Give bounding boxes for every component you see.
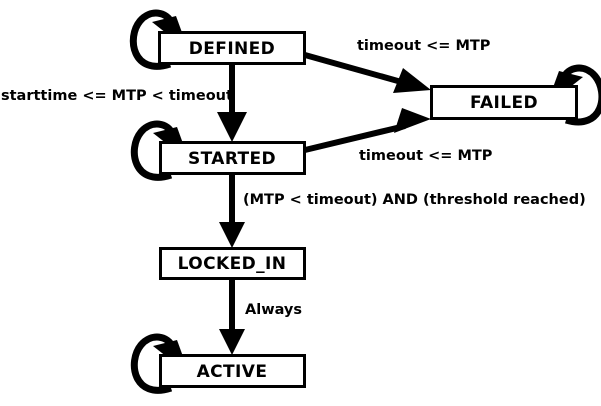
state-failed[interactable]: FAILED: [430, 85, 578, 120]
defined-to-failed-line: [304, 52, 406, 86]
transition-started-to-failed: [304, 108, 431, 153]
state-defined[interactable]: DEFINED: [158, 31, 306, 65]
lockedin-to-active-arrowhead: [219, 329, 245, 355]
state-active-label: ACTIVE: [197, 362, 268, 382]
transition-defined-to-started: [217, 64, 247, 142]
state-active-box[interactable]: [159, 354, 306, 388]
defined-to-failed-arrowhead: [393, 68, 431, 93]
transition-lockedin-to-active: [219, 280, 245, 355]
state-active[interactable]: ACTIVE: [159, 354, 306, 388]
state-defined-box[interactable]: [158, 31, 306, 65]
state-started-label: STARTED: [188, 149, 276, 169]
started-to-failed-arrowhead: [394, 108, 431, 133]
state-started[interactable]: STARTED: [159, 141, 306, 175]
state-locked-in-label: LOCKED_IN: [178, 254, 287, 274]
defined-self-loop-path: [129, 9, 176, 70]
state-failed-box[interactable]: [430, 85, 578, 120]
state-started-box[interactable]: [159, 141, 306, 175]
started-to-lockedin-arrowhead: [219, 222, 245, 248]
edge-label-defined-to-failed: timeout <= MTP: [357, 38, 491, 54]
started-to-failed-line: [304, 123, 406, 153]
transition-defined-to-failed: [304, 52, 431, 93]
edge-label-defined-to-started: starttime <= MTP < timeout: [1, 88, 233, 104]
started-self-loop-path: [130, 120, 177, 181]
state-failed-label: FAILED: [470, 93, 538, 113]
defined-to-started-arrowhead: [217, 112, 247, 142]
failed-self-loop-path: [559, 64, 601, 126]
state-locked-in-box[interactable]: [159, 247, 306, 280]
state-locked-in[interactable]: LOCKED_IN: [159, 247, 306, 280]
edge-label-lockedin-to-active: Always: [245, 302, 302, 318]
transition-started-to-lockedin: [219, 175, 245, 248]
edge-label-started-to-failed: timeout <= MTP: [359, 148, 493, 164]
state-defined-label: DEFINED: [189, 39, 275, 59]
edge-label-started-to-lockedin: (MTP < timeout) AND (threshold reached): [243, 192, 586, 208]
active-self-loop-path: [130, 333, 177, 394]
